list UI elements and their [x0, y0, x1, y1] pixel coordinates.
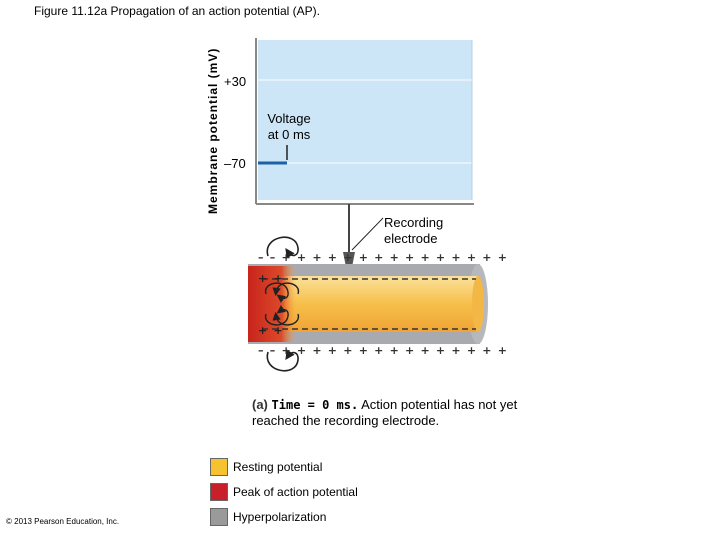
inner-top-charges: + + [258, 272, 284, 285]
legend-swatch-resting [210, 458, 228, 476]
figure-title: Figure 11.12a Propagation of an action p… [34, 4, 320, 18]
legend-label-resting: Resting potential [233, 460, 323, 474]
y-axis-label: Membrane potential (mV) [206, 47, 220, 214]
outer-bottom-charges: – – + + + + + + + + + + + + + + + [258, 344, 509, 357]
current-loop-outer-top [266, 236, 299, 259]
current-loop-inner-3 [265, 305, 289, 326]
voltage-note-line2: at 0 ms [267, 127, 311, 142]
legend-item-hyperpolarization: Hyperpolarization [210, 508, 326, 526]
inner-bottom-charges: + + [258, 324, 284, 337]
legend-label-peak: Peak of action potential [233, 485, 358, 499]
voltage-note: Voltage at 0 ms [256, 111, 322, 143]
tick-label-plus30: +30 [224, 74, 247, 89]
legend-item-resting: Resting potential [210, 458, 322, 476]
current-loop-inner-2 [272, 282, 299, 297]
caption-text: Action potential has not yet reached the… [252, 397, 518, 428]
legend-label-hyperpolarization: Hyperpolarization [233, 510, 327, 524]
electrode-label-line1: Recording [384, 215, 444, 230]
axon-membrane-top [248, 264, 480, 276]
plot-area [258, 40, 472, 200]
legend-swatch-peak [210, 483, 228, 501]
voltage-note-line1: Voltage [267, 111, 311, 126]
outer-top-charges: – – + + + + + + + + + + + + + + + [258, 251, 509, 264]
legend-swatch-hyperpolarization [210, 508, 228, 526]
legend-item-peak: Peak of action potential [210, 483, 358, 501]
current-loop-inner-1 [265, 282, 289, 303]
current-loop-outer-bottom [266, 349, 299, 372]
tick-label-minus70: –70 [224, 156, 246, 171]
axon-membrane-bottom [248, 332, 480, 344]
current-loop-inner-4 [272, 311, 299, 326]
recording-electrode-label: Recording electrode [384, 215, 443, 247]
figure-caption: (a) Time = 0 ms. Action potential has no… [252, 397, 522, 429]
electrode-label-line2: electrode [384, 231, 438, 246]
axoplasm-end [472, 276, 484, 332]
caption-time: Time = 0 ms. [271, 398, 359, 412]
caption-letter: (a) [252, 397, 268, 412]
copyright-notice: © 2013 Pearson Education, Inc. [6, 517, 120, 526]
electrode-label-pointer [351, 217, 384, 251]
